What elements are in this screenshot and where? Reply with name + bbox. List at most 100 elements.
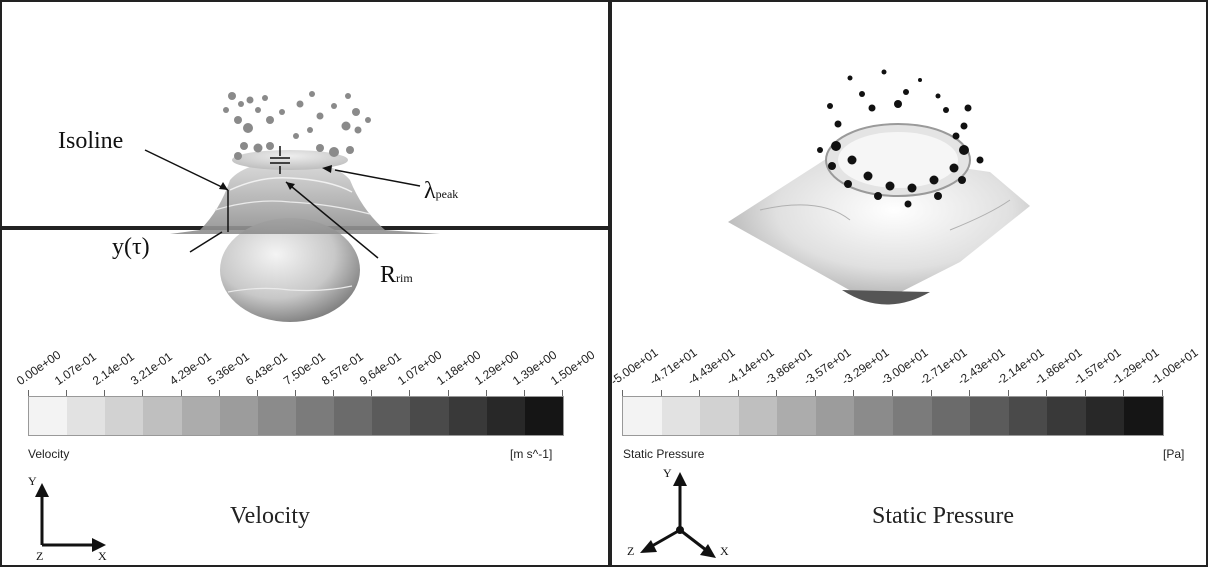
velocity-variable-label: Velocity: [28, 447, 70, 461]
pressure-colorbar-tickmark: [892, 390, 893, 396]
pressure-unit-label: [Pa]: [1163, 447, 1185, 461]
lambda-arrow: [334, 169, 421, 187]
pressure-colorbar: [622, 396, 1164, 436]
pressure-colorbar-swatch: [892, 397, 932, 435]
panel-divider: [608, 0, 612, 567]
pressure-colorbar-swatch: [1008, 397, 1048, 435]
velocity-panel: [0, 0, 611, 567]
pressure-colorbar-tickmark: [853, 390, 855, 396]
isoline-arrow: [144, 149, 229, 191]
velocity-colorbar-swatch: [524, 397, 563, 435]
r-rim-label: Rrim: [380, 262, 413, 289]
pressure-colorbar-tickmark: [1046, 390, 1048, 396]
pressure-colorbar-swatch: [1085, 397, 1125, 435]
lambda-peak-label: λpeak: [424, 178, 458, 205]
pressure-colorbar-tickmark: [776, 390, 778, 396]
isoline-contour: [229, 177, 353, 193]
velocity-colorbar-tickmark: [562, 390, 563, 396]
velocity-colorbar-swatch: [486, 397, 525, 435]
velocity-colorbar-swatch: [105, 397, 144, 435]
pressure-colorbar-swatch: [1047, 397, 1086, 435]
lambda-symbol: λ: [424, 178, 436, 204]
pressure-colorbar-tickmark: [1162, 390, 1163, 396]
z-axis-label: Z: [36, 549, 44, 563]
isoline-contour: [214, 200, 371, 215]
velocity-colorbar-tickmark: [523, 390, 525, 396]
pressure-colorbar-tickmark: [1123, 390, 1125, 396]
axes-triad-left: [35, 483, 106, 552]
y-tau-arrow: [189, 231, 223, 253]
pressure-colorbar-tickmark: [622, 390, 623, 396]
pressure-colorbar-swatch: [777, 397, 816, 435]
velocity-colorbar-tickmark: [447, 390, 449, 396]
r-subscript: rim: [396, 271, 413, 285]
pressure-variable-label: Static Pressure: [623, 447, 705, 461]
r-symbol: R: [380, 262, 397, 288]
velocity-colorbar-swatch: [143, 397, 182, 435]
pressure-contour: [949, 199, 1011, 231]
y-axis-label: Y: [28, 474, 37, 488]
velocity-colorbar-swatch: [257, 397, 296, 435]
pressure-colorbar-tickmark: [1084, 390, 1086, 396]
velocity-colorbar-tickmark: [371, 390, 373, 396]
velocity-colorbar-tickmark: [28, 390, 29, 396]
pressure-colorbar-tickmark: [699, 390, 701, 396]
axes-triad-right: [640, 472, 716, 558]
lambda-subscript: peak: [435, 187, 459, 201]
sphere: [220, 218, 360, 322]
velocity-colorbar-swatch: [67, 397, 106, 435]
velocity-colorbar-tickmark: [409, 390, 411, 396]
rrim-line: [285, 181, 379, 259]
pressure-colorbar-swatch: [970, 397, 1009, 435]
pressure-droplets: [817, 69, 984, 208]
y-axis-label: Y: [663, 466, 672, 480]
pressure-colorbar-swatch: [700, 397, 739, 435]
velocity-colorbar-swatch: [181, 397, 220, 435]
pressure-colorbar-swatch: [815, 397, 855, 435]
pressure-colorbar-swatch: [1124, 397, 1163, 435]
pressure-colorbar-swatch: [661, 397, 701, 435]
velocity-colorbar-tickmark: [485, 390, 487, 396]
secondary-droplets: [223, 91, 371, 160]
velocity-colorbar-swatch: [295, 397, 335, 435]
pressure-colorbar-swatch: [738, 397, 778, 435]
crown-rim: [232, 150, 348, 170]
arrowhead: [286, 182, 295, 190]
pressure-sphere-bottom: [842, 290, 930, 305]
pressure-colorbar-swatch: [931, 397, 971, 435]
pressure-colorbar-swatch: [623, 397, 662, 435]
pressure-panel-title: Static Pressure: [872, 503, 1014, 529]
pressure-colorbar-tickmark: [1007, 390, 1009, 396]
x-axis-label: X: [98, 549, 107, 563]
velocity-colorbar-tickmark: [333, 390, 335, 396]
pressure-contour: [759, 204, 851, 221]
velocity-colorbar-tickmark: [180, 390, 182, 396]
isoline-contour: [227, 285, 353, 293]
velocity-colorbar: [28, 396, 564, 436]
velocity-colorbar-tickmark: [104, 390, 106, 396]
velocity-colorbar-tickmark: [142, 390, 144, 396]
velocity-colorbar-tickmark: [218, 390, 220, 396]
pressure-colorbar-tickmark: [969, 390, 971, 396]
velocity-panel-title: Velocity: [230, 503, 310, 529]
x-axis-label: X: [720, 544, 729, 558]
arrowhead: [322, 165, 332, 173]
velocity-colorbar-swatch: [334, 397, 373, 435]
pressure-colorbar-swatch: [854, 397, 893, 435]
pressure-colorbar-tickmark: [930, 390, 932, 396]
y-tau-label: y(τ): [112, 234, 150, 260]
z-axis-label: Z: [627, 544, 635, 558]
velocity-colorbar-swatch: [29, 397, 68, 435]
velocity-colorbar-tickmark: [295, 390, 296, 396]
pressure-colorbar-tickmark: [814, 390, 816, 396]
pressure-colorbar-tickmark: [737, 390, 739, 396]
velocity-colorbar-swatch: [219, 397, 258, 435]
pressure-colorbar-tickmark: [660, 390, 662, 396]
isoline-label: Isoline: [58, 128, 124, 154]
velocity-colorbar-tickmark: [256, 390, 258, 396]
pressure-film: [728, 150, 1030, 300]
velocity-colorbar-swatch: [448, 397, 487, 435]
velocity-colorbar-swatch: [410, 397, 449, 435]
